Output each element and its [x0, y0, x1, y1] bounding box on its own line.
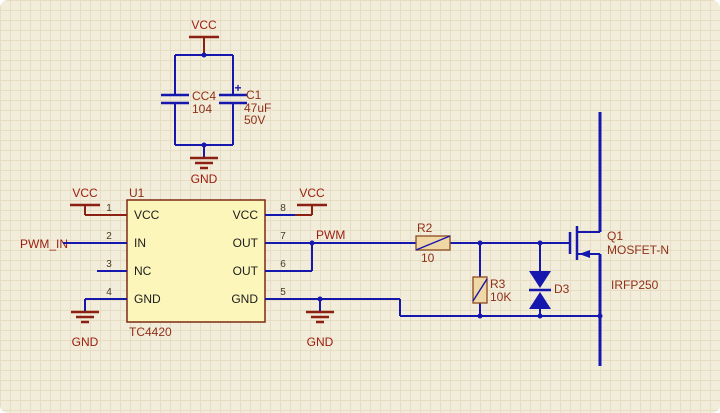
u1-pin-num-4: 4 [106, 287, 112, 298]
u1-pin-name-gnd-right: GND [231, 292, 258, 306]
capacitor-cc4[interactable]: CC4 104 [161, 89, 216, 116]
u1-pin-name-nc: NC [134, 264, 152, 278]
c1-rating: 50V [244, 113, 265, 127]
net-label-pwm: PWM [316, 228, 345, 242]
junction-dot [201, 142, 207, 148]
d3-refdes: D3 [554, 282, 570, 296]
diode-triangle-icon [529, 271, 551, 288]
capacitor-plates-icon [219, 93, 247, 105]
mosfet-q1[interactable]: Q1 MOSFET-N IRFP250 [568, 112, 669, 366]
gnd-bars-icon [71, 310, 99, 324]
u1-pin-name-vcc-left: VCC [134, 208, 160, 222]
q1-part: IRFP250 [611, 278, 659, 292]
u1-part: TC4420 [129, 325, 172, 339]
junction-dot [201, 52, 207, 58]
net-label-vcc-right: VCC [299, 186, 325, 200]
u1-pin-name-gnd-left: GND [134, 292, 161, 306]
r2-value: 10 [421, 251, 435, 265]
net-pwm-in[interactable]: PWM_IN [20, 237, 127, 251]
ic-u1[interactable]: U1 TC4420 1 2 3 4 8 7 6 5 VCC IN NC GND … [97, 186, 295, 339]
net-label-gnd-left: GND [72, 335, 99, 349]
out-pin6-tie-wire[interactable] [295, 243, 313, 272]
junction-dot [537, 240, 543, 246]
power-port-gnd-top[interactable]: GND [190, 156, 218, 186]
junction-dot [477, 240, 483, 246]
u1-pin-num-5: 5 [280, 287, 286, 298]
ic-body [126, 199, 266, 323]
u1-pin-num-1: 1 [106, 203, 112, 214]
u1-pin-name-out-6: OUT [233, 264, 259, 278]
q1-refdes: Q1 [607, 229, 623, 243]
resistor-r2[interactable]: R2 10 [415, 221, 451, 265]
u1-pin-name-in: IN [134, 236, 146, 250]
power-port-vcc-pin1[interactable]: VCC [70, 186, 127, 216]
vcc-stem [295, 205, 313, 216]
net-label-gnd-right: GND [307, 335, 334, 349]
junction-dot [317, 296, 323, 302]
net-label-pwm-in: PWM_IN [20, 237, 68, 251]
u1-pin-name-out-7: OUT [233, 236, 259, 250]
net-label-gnd-top: GND [191, 172, 218, 186]
gnd-bars-icon [306, 310, 334, 324]
vcc-stem [84, 205, 127, 216]
r2-refdes: R2 [417, 221, 433, 235]
u1-pin-num-7: 7 [280, 231, 286, 242]
r3-value: 10K [490, 290, 511, 304]
capacitor-c1[interactable]: + C1 47uF 50V [219, 81, 271, 127]
junction-dot [309, 240, 315, 246]
c1-value: 47uF [244, 101, 271, 115]
polarity-plus-icon: + [234, 81, 241, 95]
u1-pin-num-8: 8 [280, 203, 286, 214]
q1-symbol-name: MOSFET-N [607, 243, 669, 257]
resistor-r3[interactable]: R3 10K [472, 240, 511, 317]
diode-triangle-icon [529, 292, 551, 309]
net-label-vcc-left: VCC [72, 186, 98, 200]
net-label-vcc-top: VCC [191, 18, 217, 32]
cc4-value: 104 [192, 102, 212, 116]
u1-pin-num-3: 3 [106, 259, 112, 270]
gnd-wire [84, 298, 97, 312]
u1-refdes: U1 [129, 186, 145, 200]
gnd-bars-icon [190, 156, 218, 170]
power-port-gnd-pin4[interactable]: GND [71, 298, 99, 349]
r3-refdes: R3 [490, 277, 506, 291]
c1-refdes: C1 [246, 88, 262, 102]
u1-pin-num-6: 6 [280, 259, 286, 270]
power-port-gnd-pin5[interactable]: GND [295, 296, 603, 350]
mosfet-arrow-icon [579, 250, 590, 258]
resistor-stripe-icon [472, 278, 488, 302]
tvs-diode-d3[interactable]: D3 [529, 240, 570, 317]
resistor-stripe-icon [415, 235, 451, 251]
gnd-rail-wires [295, 298, 600, 317]
cc4-refdes: CC4 [192, 89, 216, 103]
u1-pin-num-2: 2 [106, 231, 112, 242]
capacitor-plates-icon [161, 93, 189, 105]
u1-pin-name-vcc-right: VCC [233, 208, 259, 222]
power-port-vcc-pin8[interactable]: VCC [295, 186, 327, 216]
power-port-vcc-top[interactable]: VCC [189, 18, 219, 55]
